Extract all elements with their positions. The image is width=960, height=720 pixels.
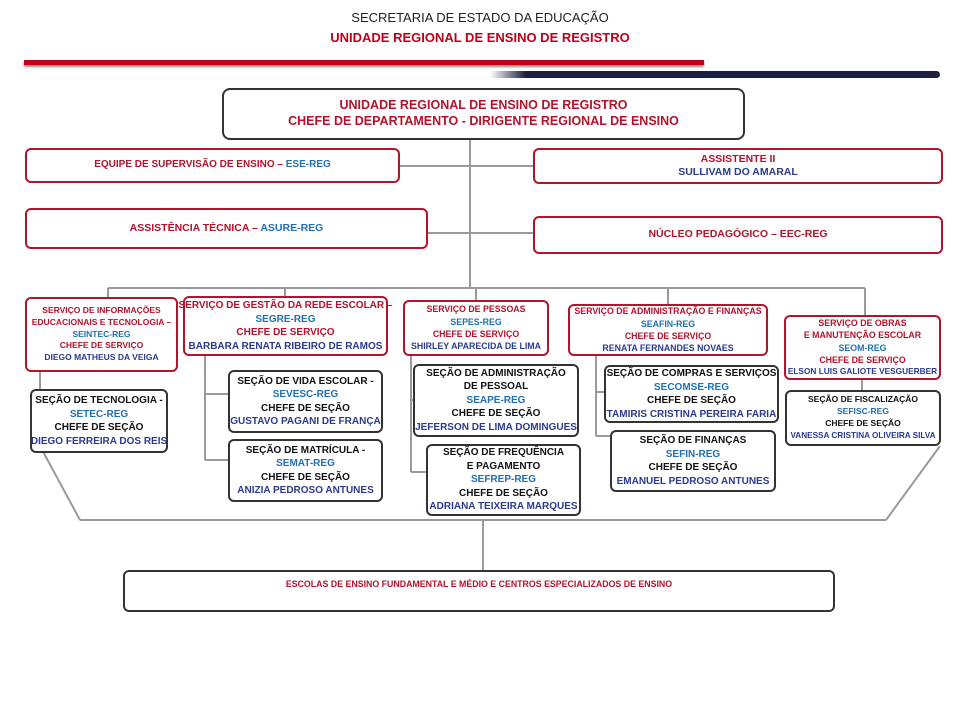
setec-box: SEÇÃO DE TECNOLOGIA - SETEC-REG CHEFE DE…: [30, 389, 168, 453]
seintec-line2: EDUCACIONAIS E TECNOLOGIA –: [31, 316, 172, 327]
sefisc-title: SEÇÃO DE FISCALIZAÇÃO: [807, 394, 919, 405]
seafin-name: RENATA FERNANDES NOVAES: [602, 343, 734, 354]
ese-box: EQUIPE DE SUPERVISÃO DE ENSINO – ESE-REG: [25, 148, 400, 183]
setec-role: CHEFE DE SEÇÃO: [54, 422, 144, 433]
sepes-box: SERVIÇO DE PESSOAS SEPES-REG CHEFE DE SE…: [403, 300, 549, 356]
semat-title: SEÇÃO DE MATRÍCULA -: [245, 444, 366, 456]
sepes-code: SEPES-REG: [450, 316, 502, 327]
secomse-code: SECOMSE-REG: [653, 381, 729, 393]
semat-code: SEMAT-REG: [276, 458, 335, 469]
sefin-code: SEFIN-REG: [665, 448, 721, 460]
seafin-title: SERVIÇO DE ADMINISTRAÇÃO E FINANÇAS: [574, 306, 762, 317]
secomse-name: TAMIRIS CRISTINA PEREIRA FARIA: [606, 408, 777, 420]
segre-code: SEGRE-REG: [255, 313, 316, 325]
secomse-box: SEÇÃO DE COMPRAS E SERVIÇOS SECOMSE-REG …: [604, 365, 779, 423]
seafin-code: SEAFIN-REG: [640, 318, 696, 329]
seom-name: ELSON LUIS GALIOTE VESGUERBER: [787, 366, 938, 377]
seom-title2: E MANUTENÇÃO ESCOLAR: [803, 330, 922, 341]
seafin-role: CHEFE DE SERVIÇO: [624, 331, 712, 341]
sefisc-role: CHEFE DE SEÇÃO: [825, 418, 901, 429]
seafin-box: SERVIÇO DE ADMINISTRAÇÃO E FINANÇAS SEAF…: [568, 304, 768, 356]
escolas-label: ESCOLAS DE ENSINO FUNDAMENTAL E MÉDIO E …: [285, 579, 673, 589]
seape-box: SEÇÃO DE ADMINISTRAÇÃO DE PESSOAL SEAPE-…: [413, 364, 579, 437]
sefrep-code: SEFREP-REG: [470, 474, 536, 486]
ese-label: EQUIPE DE SUPERVISÃO DE ENSINO –: [94, 159, 286, 171]
seape-title1: SEÇÃO DE ADMINISTRAÇÃO: [426, 367, 566, 379]
setec-code: SETEC-REG: [69, 408, 129, 420]
seintec-box: SERVIÇO DE INFORMAÇÕES EDUCACIONAIS E TE…: [25, 297, 178, 372]
seintec-name: DIEGO MATHEUS DA VEIGA: [44, 352, 159, 363]
setec-title: SEÇÃO DE TECNOLOGIA -: [35, 395, 163, 406]
semat-name: ANIZIA PEDROSO ANTUNES: [237, 485, 374, 496]
top-unit-box: UNIDADE REGIONAL DE ENSINO DE REGISTRO C…: [222, 88, 745, 140]
segre-role: CHEFE DE SERVIÇO: [236, 327, 335, 338]
segre-name: BARBARA RENATA RIBEIRO DE RAMOS: [188, 340, 383, 352]
sefrep-box: SEÇÃO DE FREQUÊNCIA E PAGAMENTO SEFREP-R…: [426, 444, 581, 516]
segre-box: SERVIÇO DE GESTÃO DA REDE ESCOLAR – SEGR…: [179, 296, 392, 356]
assistente-name: SULLIVAM DO AMARAL: [678, 166, 798, 178]
seintec-line1: SERVIÇO DE INFORMAÇÕES: [42, 304, 161, 315]
escolas-box: ESCOLAS DE ENSINO FUNDAMENTAL E MÉDIO E …: [123, 570, 835, 612]
sefrep-title2: E PAGAMENTO: [466, 460, 541, 472]
setec-name: DIEGO FERREIRA DOS REIS: [30, 435, 168, 447]
seintec-code: SEINTEC-REG: [72, 328, 131, 339]
secomse-role: CHEFE DE SEÇÃO: [647, 395, 736, 406]
header-unidade: UNIDADE REGIONAL DE ENSINO DE REGISTRO: [330, 30, 630, 45]
assistente-title: ASSISTENTE II: [700, 152, 776, 165]
secomse-title: SEÇÃO DE COMPRAS E SERVIÇOS: [606, 368, 777, 379]
header-secretaria: SECRETARIA DE ESTADO DA EDUCAÇÃO: [351, 10, 609, 25]
sepes-title: SERVIÇO DE PESSOAS: [426, 304, 526, 315]
seape-name: JEFERSON DE LIMA DOMINGUES: [415, 421, 577, 433]
sevesc-title: SEÇÃO DE VIDA ESCOLAR -: [237, 375, 374, 387]
sepes-role: CHEFE DE SERVIÇO: [432, 329, 520, 339]
sefrep-role: CHEFE DE SEÇÃO: [459, 487, 548, 499]
eec-box: NÚCLEO PEDAGÓGICO – EEC-REG: [533, 216, 943, 254]
asure-box: ASSISTÊNCIA TÉCNICA – ASURE-REG: [25, 208, 428, 249]
sefin-name: EMANUEL PEDROSO ANTUNES: [616, 475, 770, 487]
sefrep-title1: SEÇÃO DE FREQUÊNCIA: [442, 447, 565, 459]
sevesc-box: SEÇÃO DE VIDA ESCOLAR - SEVESC-REG CHEFE…: [228, 370, 383, 433]
sepes-name: SHIRLEY APARECIDA DE LIMA: [410, 341, 541, 352]
asure-code: ASURE-REG: [260, 221, 324, 234]
sefisc-name: VANESSA CRISTINA OLIVEIRA SILVA: [790, 431, 936, 441]
segre-title: SERVIÇO DE GESTÃO DA REDE ESCOLAR –: [178, 300, 393, 311]
sefisc-box: SEÇÃO DE FISCALIZAÇÃO SEFISC-REG CHEFE D…: [785, 390, 941, 446]
seape-title2: DE PESSOAL: [463, 381, 529, 393]
assistente-box: ASSISTENTE II SULLIVAM DO AMARAL: [533, 148, 943, 184]
header-red-rule: [24, 60, 704, 65]
top-unit-title: UNIDADE REGIONAL DE ENSINO DE REGISTRO: [339, 98, 628, 113]
sevesc-code: SEVESC-REG: [272, 389, 339, 400]
sefin-role: CHEFE DE SEÇÃO: [648, 462, 738, 473]
seom-role: CHEFE DE SERVIÇO: [819, 355, 906, 365]
seom-box: SERVIÇO DE OBRAS E MANUTENÇÃO ESCOLAR SE…: [784, 315, 941, 380]
eec-label: NÚCLEO PEDAGÓGICO – EEC-REG: [648, 228, 828, 241]
header-dark-rule: [490, 71, 940, 78]
seintec-role: CHEFE DE SERVIÇO: [59, 340, 144, 351]
seom-title1: SERVIÇO DE OBRAS: [818, 318, 907, 329]
sefin-box: SEÇÃO DE FINANÇAS SEFIN-REG CHEFE DE SEÇ…: [610, 430, 776, 492]
semat-box: SEÇÃO DE MATRÍCULA - SEMAT-REG CHEFE DE …: [228, 439, 383, 502]
ese-code: ESE-REG: [285, 159, 331, 171]
seom-code: SEOM-REG: [838, 342, 887, 353]
semat-role: CHEFE DE SEÇÃO: [261, 471, 350, 483]
asure-label: ASSISTÊNCIA TÉCNICA –: [129, 221, 261, 234]
sefin-title: SEÇÃO DE FINANÇAS: [639, 435, 747, 446]
sefrep-name: ADRIANA TEIXEIRA MARQUES: [429, 501, 578, 513]
sefisc-code: SEFISC-REG: [837, 406, 889, 417]
sevesc-role: CHEFE DE SEÇÃO: [261, 402, 350, 414]
seape-role: CHEFE DE SEÇÃO: [451, 408, 541, 420]
sevesc-name: GUSTAVO PAGANI DE FRANÇA: [230, 416, 381, 427]
seape-code: SEAPE-REG: [466, 394, 526, 406]
top-unit-subtitle: CHEFE DE DEPARTAMENTO - DIRIGENTE REGION…: [288, 114, 679, 128]
